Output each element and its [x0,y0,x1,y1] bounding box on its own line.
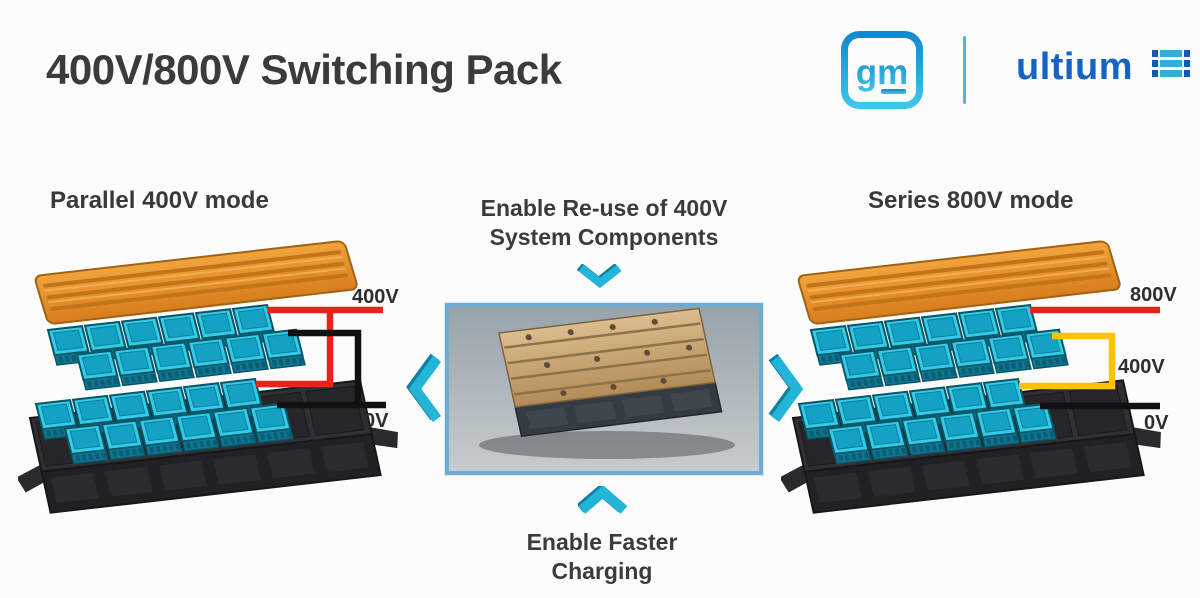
battery-pack-photo [445,303,763,475]
right-mode-heading: Series 800V mode [868,187,1074,214]
right-wire-label-0v: 0V [1144,412,1169,434]
center-top-caption: Enable Re-use of 400V System Components [424,194,784,252]
center-bottom-caption-line2: Charging [551,558,653,584]
right-exploded-battery-pack [781,226,1200,546]
center-top-caption-line2: System Components [489,224,719,250]
chevron-left-icon [406,353,442,422]
gm-logo-text: gm [856,53,909,92]
left-exploded-battery-pack [18,226,438,546]
center-top-caption-line1: Enable Re-use of 400V [480,195,728,221]
brand-logos: gm ultium [840,28,1190,112]
center-bottom-caption-line1: Enable Faster [526,529,678,555]
left-wire-label-400v: 400V [352,286,399,308]
center-bottom-caption: Enable Faster Charging [422,528,782,586]
ultium-battery-bars-icon [1152,50,1190,77]
gm-logo-icon: gm [841,31,923,109]
brand-divider [963,36,966,104]
left-wire-label-0v: 0V [364,410,389,432]
right-wire-label-800v: 800V [1130,284,1177,306]
chevron-right-icon [768,353,804,422]
ultium-logo-text: ultium [1016,46,1133,88]
chevron-down-icon [577,264,622,289]
left-mode-heading: Parallel 400V mode [50,187,269,214]
page-title: 400V/800V Switching Pack [46,46,562,93]
right-wire-label-400v: 400V [1118,356,1165,378]
chevron-up-icon [578,486,628,514]
